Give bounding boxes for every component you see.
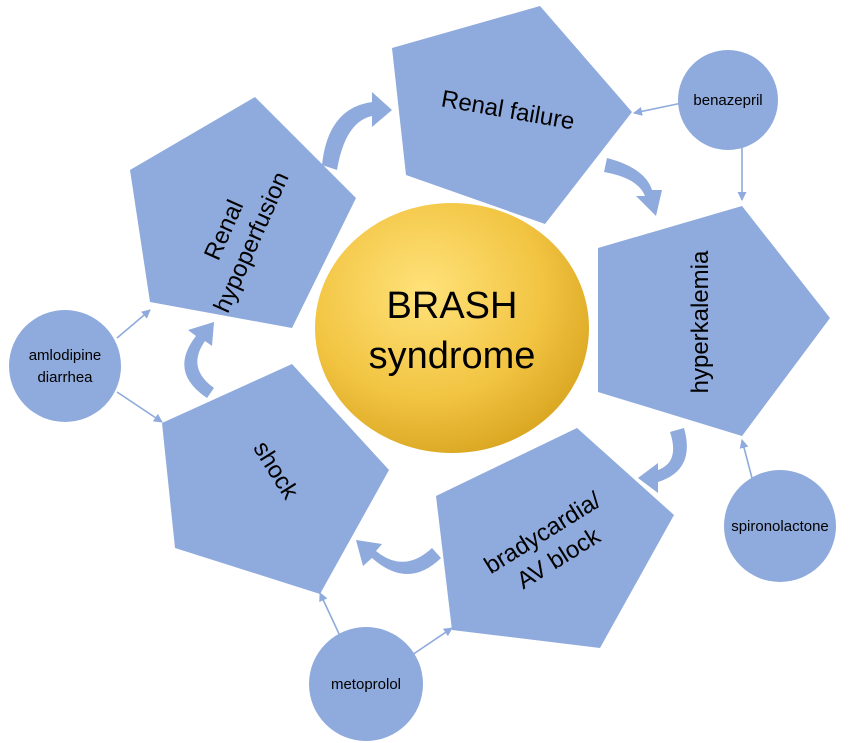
cycle-arrow-shock-to-hypoperfusion — [184, 322, 214, 398]
diarrhea-label: diarrhea — [37, 369, 93, 386]
metoprolol-label: metoprolol — [331, 676, 401, 693]
connector-spironolactone-hyperkalemia — [739, 439, 753, 479]
connector-benazepril-renal-failure — [633, 102, 683, 116]
cycle-arrow-hypoperfusion-to-renal-failure — [322, 92, 392, 170]
amlodipine-label: amlodipine — [29, 347, 102, 364]
amlodipine-diarrhea-circle — [9, 310, 121, 422]
connector-amlodipine-hypoperfusion — [116, 309, 151, 339]
connector-metoprolol-bradycardia — [411, 627, 453, 656]
shock-pentagon — [162, 364, 389, 594]
connector-amlodipine-shock — [116, 391, 163, 423]
metoprolol-circle — [309, 627, 423, 741]
center-title-line2: syndrome — [369, 335, 536, 377]
spironolactone-label: spironolactone — [731, 518, 829, 535]
renal-failure-pentagon — [392, 6, 632, 224]
cycle-arrow-bradycardia-to-shock — [356, 540, 441, 574]
brash-syndrome-center-circle — [315, 203, 589, 453]
hyperkalemia-pentagon — [598, 206, 830, 436]
bradycardia-pentagon — [436, 428, 674, 648]
benazepril-label: benazepril — [693, 92, 762, 109]
cycle-arrow-hyperkalemia-to-bradycardia — [638, 428, 687, 493]
center-title-line1: BRASH — [387, 285, 518, 327]
cycle-arrow-renal-failure-to-hyperkalemia — [604, 158, 662, 216]
benazepril-circle — [678, 50, 778, 150]
spironolactone-circle — [724, 470, 836, 582]
hyperkalemia-label: hyperkalemia — [687, 250, 714, 393]
renal-hypoperfusion-pentagon — [130, 97, 356, 328]
connector-metoprolol-shock — [319, 592, 341, 637]
